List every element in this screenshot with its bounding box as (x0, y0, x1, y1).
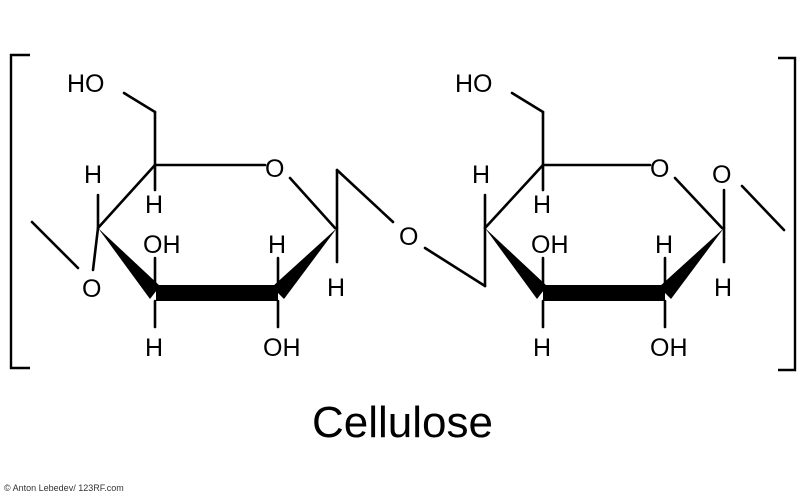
hydroxymethyl-label-right: HO (455, 70, 493, 98)
bond-c6-o6-right (510, 91, 545, 114)
left-bracket (9, 53, 30, 370)
wedge-c2-c1-right (659, 228, 724, 299)
hydrogen-label-c2-left: H (268, 231, 286, 259)
hydrogen-label-c1-left: H (327, 274, 345, 302)
hydrogen-label-c3-right: H (533, 334, 551, 362)
bond-c5-c4-right (483, 163, 545, 230)
hydrogen-label-c1-right: H (714, 274, 732, 302)
hydroxyl-label-c2-left: OH (263, 334, 301, 362)
hydroxyl-label-c2-right: OH (650, 334, 688, 362)
glycosidic-oxygen-label: O (399, 223, 418, 251)
hydrogen-label-c2-right: H (655, 231, 673, 259)
hydroxyl-label-c3-left: OH (143, 231, 181, 259)
bond-c4-o4-left (91, 226, 100, 272)
hydrogen-label-c4-left: H (84, 161, 102, 189)
bond-o5-c1-left (288, 176, 337, 230)
wedge-c2-c1-left (272, 228, 337, 299)
hydrogen-label-c4-right: H (472, 161, 490, 189)
hydrogen-label-c5-left: H (145, 191, 163, 219)
image-credit: © Anton Lebedev/ 123RF.com (4, 483, 124, 493)
glucose-unit-left: HO H O H O OH H H OH H (30, 70, 395, 362)
bond-chain-in-left (30, 220, 80, 270)
wedge-c4-c3-left (98, 228, 160, 299)
bond-chain-out-right (740, 184, 786, 232)
glycosidic-oxygen-label-c4-left: O (82, 275, 101, 303)
bond-c6-o6-left (122, 91, 157, 114)
wedge-c3-c2-left (156, 285, 278, 301)
bond-c1-glycosidic-left (335, 168, 395, 224)
right-bracket (778, 56, 797, 372)
hydrogen-label-c5-right: H (533, 191, 551, 219)
wedge-c4-c3-right (485, 228, 547, 299)
hydroxymethyl-label-left: HO (67, 70, 105, 98)
bond-glycosidic-c4-right (423, 246, 487, 288)
ring-oxygen-label-right: O (650, 155, 669, 183)
hydrogen-label-c3-left: H (145, 334, 163, 362)
ring-oxygen-label-left: O (265, 155, 284, 183)
hydroxyl-label-c3-right: OH (531, 231, 569, 259)
wedge-c3-c2-right (543, 285, 665, 301)
bond-o5-c1-right (673, 176, 724, 230)
diagram-caption: Cellulose (312, 398, 493, 447)
glycosidic-oxygen-label-c1-right: O (712, 161, 731, 189)
glucose-unit-right: HO H O H OH H H OH H O (423, 70, 786, 362)
bond-c5-c4-left (96, 163, 157, 230)
